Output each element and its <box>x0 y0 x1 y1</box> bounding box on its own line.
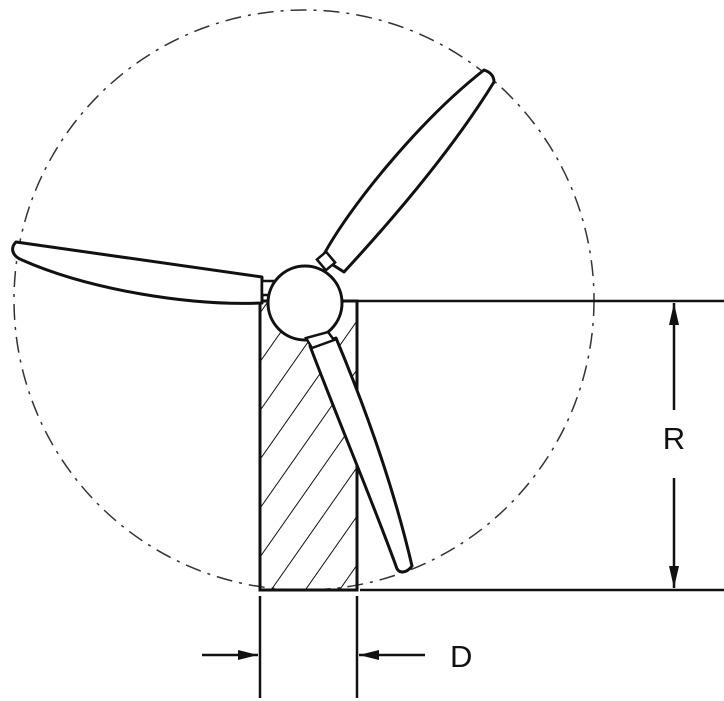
blade-upper <box>315 68 496 274</box>
diameter-dimension <box>202 596 425 698</box>
rotor-hub <box>266 264 344 342</box>
radius-label: R <box>663 421 685 456</box>
blade-left <box>11 240 276 305</box>
diameter-label: D <box>450 639 472 674</box>
radius-dimension <box>669 303 679 588</box>
blade-lower <box>308 336 414 574</box>
